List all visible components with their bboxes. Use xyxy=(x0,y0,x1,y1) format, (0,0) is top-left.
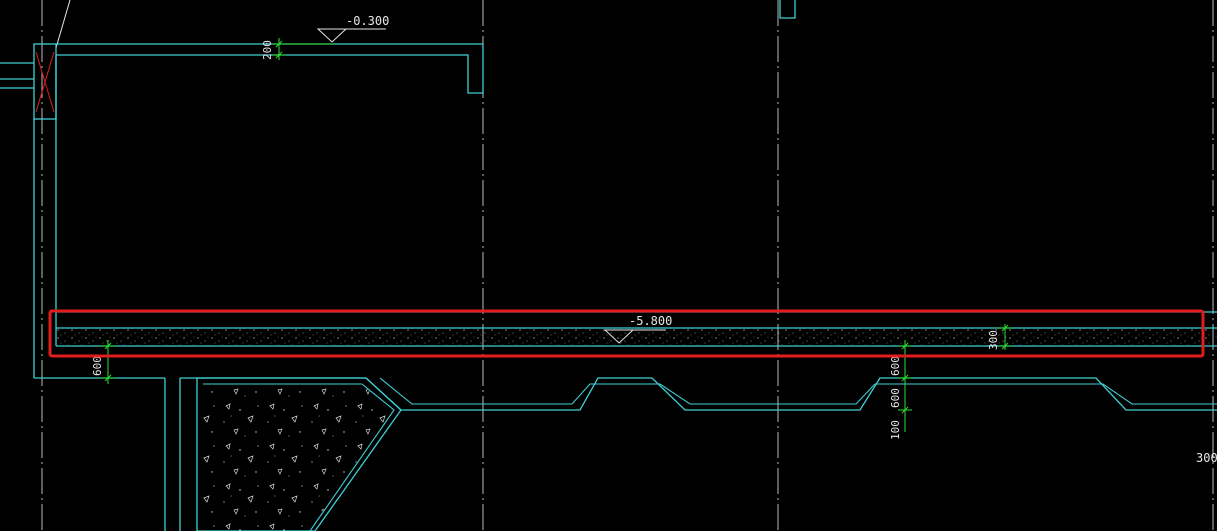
elevation-marker-slab: -5.800 xyxy=(603,314,672,344)
dim-label-100-right: 100 xyxy=(889,420,902,440)
dim-label-600-left: 600 xyxy=(91,356,104,376)
highlight-box xyxy=(48,309,1205,358)
pad-concrete-fill xyxy=(203,385,393,531)
dimension-wall-top: 200 xyxy=(261,38,334,60)
elevation-label-slab: -5.800 xyxy=(629,314,672,328)
dimension-slab: 300 xyxy=(987,324,1012,350)
dim-label-300: 300 xyxy=(987,330,1000,350)
elevation-marker-top: -0.300 xyxy=(316,14,389,43)
slab-concrete-fill xyxy=(57,329,1217,345)
pipe-stub xyxy=(0,62,34,89)
elevation-label-top: -0.300 xyxy=(346,14,389,28)
leader-line xyxy=(55,0,71,49)
dim-label-600-right-a: 600 xyxy=(889,356,902,376)
dim-label-300-edge: 300 xyxy=(1196,451,1217,465)
dim-label-200: 200 xyxy=(261,40,274,60)
dimension-right: 600 600 100 xyxy=(889,340,912,440)
column-x-symbol xyxy=(33,43,57,120)
dimension-left: 600 xyxy=(91,340,116,384)
dim-label-600-right-b: 600 xyxy=(889,388,902,408)
